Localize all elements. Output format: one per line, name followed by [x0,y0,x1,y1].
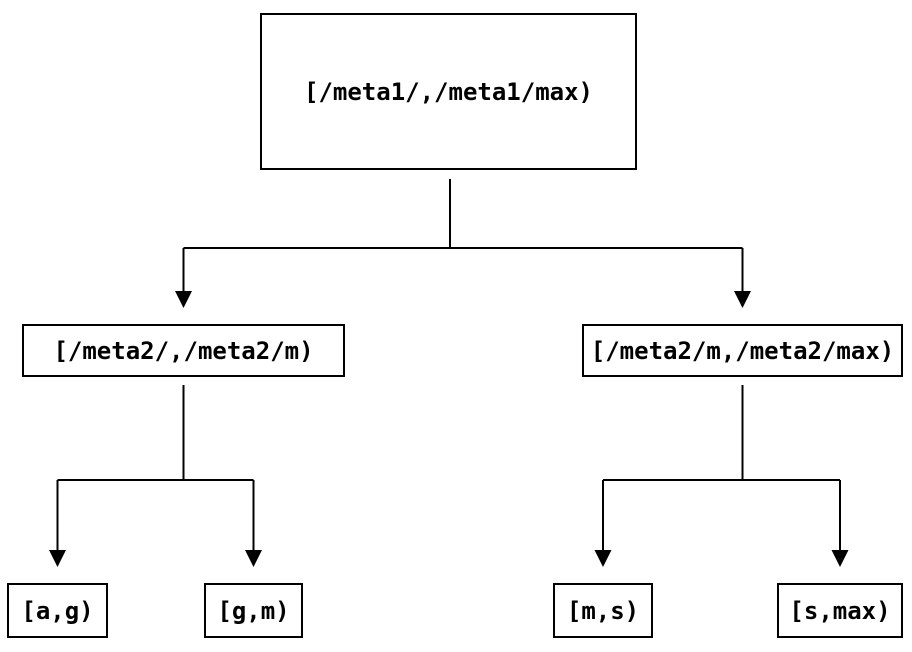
edge-root-children-line [182,179,744,291]
arrowhead-down-icon [831,550,849,567]
node-leaf-ag-label: [a,g) [21,596,94,625]
node-root-label: [/meta1/,/meta1/max) [304,77,593,106]
node-leaf-gm-label: [g,m) [217,596,290,625]
node-leaf-gm: [g,m) [204,583,303,638]
edge-midright-children-line [602,385,841,550]
arrowhead-down-icon [734,291,751,308]
node-mid-right: [/meta2/m,/meta2/max) [582,324,903,377]
node-leaf-ag: [a,g) [7,583,108,638]
arrowhead-down-icon [175,291,192,308]
node-mid-right-label: [/meta2/m,/meta2/max) [590,336,895,365]
node-leaf-ms: [m,s) [553,583,653,638]
arrowhead-down-icon [245,550,262,567]
node-leaf-smax: [s,max) [777,583,903,638]
arrowhead-down-icon [594,550,612,567]
node-mid-left-label: [/meta2/,/meta2/m) [53,336,314,365]
arrowhead-down-icon [49,550,66,567]
node-leaf-smax-label: [s,max) [789,596,891,625]
node-root: [/meta1/,/meta1/max) [260,13,637,170]
node-mid-left: [/meta2/,/meta2/m) [22,324,345,377]
node-leaf-ms-label: [m,s) [566,596,640,625]
edge-midleft-children-line [56,385,255,550]
